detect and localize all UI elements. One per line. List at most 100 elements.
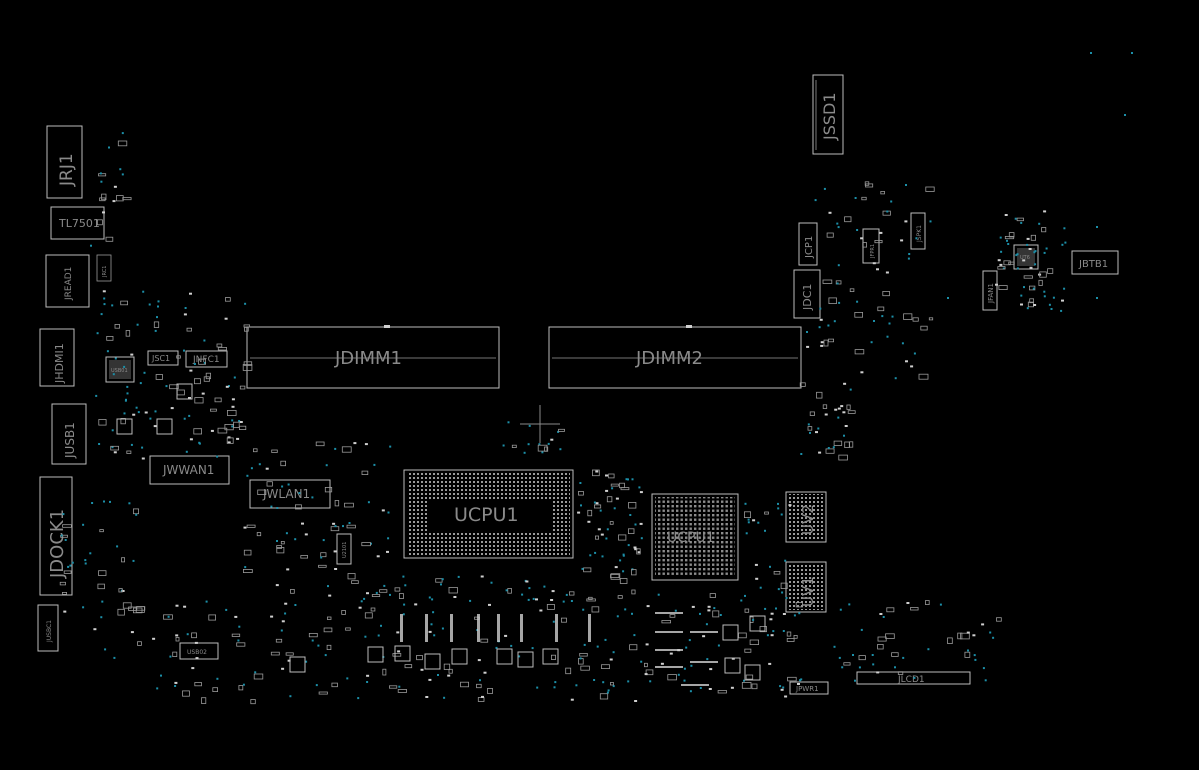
smd-part [344, 502, 354, 508]
strip-part [450, 614, 453, 642]
smd-part [448, 587, 458, 594]
connector-jhdmi1[interactable]: JHDMI1 [39, 328, 75, 387]
chip-uv2[interactable]: UV2 [785, 491, 827, 543]
via [137, 411, 140, 414]
strip-part [655, 649, 683, 651]
connector-jdimm1[interactable]: JDIMM1 [246, 325, 500, 389]
via [627, 478, 629, 481]
via [927, 648, 930, 651]
smd-part [194, 682, 202, 687]
via [699, 612, 701, 615]
pad [708, 688, 712, 690]
via [289, 695, 292, 698]
pad [194, 641, 198, 644]
pad [130, 631, 134, 634]
chip-uv1[interactable]: UV1 [785, 561, 827, 613]
via [677, 673, 680, 676]
via [752, 618, 755, 621]
via [1050, 308, 1053, 310]
connector-jdimm2[interactable]: JDIMM2 [548, 325, 802, 389]
via [237, 639, 240, 642]
via [596, 645, 599, 648]
via [543, 585, 546, 588]
via [1014, 217, 1017, 220]
smd-part [256, 532, 262, 537]
via [999, 236, 1002, 239]
via [1015, 254, 1018, 257]
smd-part [610, 682, 614, 686]
connector-jspk1[interactable]: JSPK1 [910, 212, 926, 250]
smd-part [628, 501, 637, 509]
connector-jbtb1[interactable]: JBTB1 [1071, 250, 1119, 275]
pad [595, 470, 599, 473]
via [193, 363, 196, 365]
via [713, 607, 716, 610]
connector-jlcd1[interactable]: JLCD1 [856, 671, 971, 685]
connector-jdc1[interactable]: JDC1 [793, 269, 821, 319]
part-jrc1[interactable]: JRC1 [96, 254, 112, 282]
pad [843, 382, 847, 385]
pad [1043, 210, 1047, 213]
smd-part [318, 691, 328, 695]
connector-jcp1[interactable]: JCP1 [798, 222, 818, 266]
smd-part [63, 570, 72, 574]
part-jsc1[interactable]: JSC1 [147, 350, 179, 366]
part-usb01[interactable]: USB01 [105, 356, 135, 383]
via [634, 523, 637, 526]
smd-part [912, 317, 919, 322]
smd-part [628, 528, 635, 534]
via [495, 646, 498, 649]
via [799, 679, 801, 682]
smd-part [370, 607, 376, 612]
part-tl7501[interactable]: TL7501 [50, 206, 105, 240]
connector-jfan1[interactable]: JFAN1 [982, 270, 998, 311]
part-usb02[interactable]: USB02 [179, 642, 219, 660]
via [818, 326, 821, 329]
pad [782, 613, 786, 615]
connector-jwlan1[interactable]: JWLAN1 [249, 479, 331, 509]
smd-part [214, 397, 222, 403]
smd-part [97, 583, 105, 590]
via [777, 502, 779, 505]
via [186, 633, 189, 636]
smd-part [631, 569, 637, 576]
connector-jusbc1[interactable]: JUSBC1 [37, 604, 59, 652]
pad [366, 674, 370, 677]
via [334, 525, 337, 528]
via [156, 687, 159, 690]
via [111, 304, 114, 307]
chip-ucpu1-secondary[interactable]: UCPU1 [651, 493, 739, 581]
via [649, 680, 652, 683]
smd-part [242, 364, 253, 371]
chip-ut6[interactable]: UT6 [1013, 244, 1039, 270]
pad [595, 502, 599, 505]
connector-jpwr1[interactable]: JPWR1 [789, 681, 829, 695]
connector-jusb1[interactable]: JUSB1 [51, 403, 87, 465]
via [364, 635, 367, 638]
small-ic [744, 664, 761, 681]
part-jnfc1[interactable]: JNFC1 [185, 350, 228, 368]
connector-jfpr1[interactable]: JFPR1 [862, 228, 880, 264]
via [132, 559, 135, 562]
via [430, 623, 433, 626]
via [106, 350, 109, 353]
connector-jrj1[interactable]: JRJ1 [46, 125, 83, 199]
pad [1061, 299, 1064, 302]
pad [966, 631, 970, 634]
pad [188, 397, 191, 399]
pad [488, 603, 491, 606]
chip-ucpu1-main[interactable]: UCPU1 [403, 469, 574, 559]
via [431, 598, 434, 601]
pad [905, 360, 908, 363]
pad [1029, 266, 1033, 269]
via [528, 424, 531, 427]
connector-jread1[interactable]: JREAD1 [45, 254, 90, 308]
via [827, 324, 830, 327]
pad [477, 659, 481, 662]
connector-jssd1[interactable]: JSSD1 [812, 74, 844, 155]
connector-jwwan1[interactable]: JWWAN1 [149, 455, 230, 485]
smd-part [194, 397, 204, 404]
part-u2101[interactable]: U2101 [336, 533, 352, 565]
via [640, 537, 643, 540]
